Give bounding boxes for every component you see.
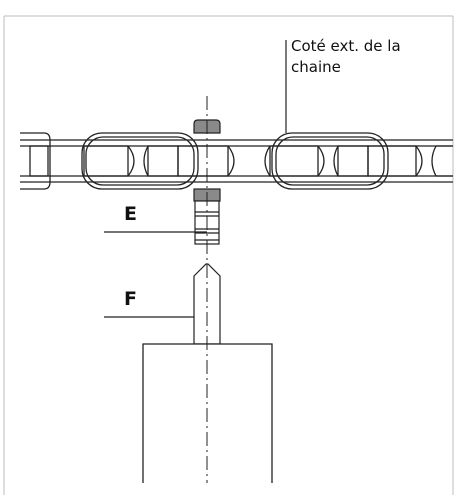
chain bbox=[20, 132, 453, 190]
callout-line-1: Coté ext. de la bbox=[291, 37, 401, 55]
roller bbox=[83, 145, 135, 177]
roller bbox=[29, 145, 49, 177]
roller bbox=[143, 145, 235, 177]
roller bbox=[264, 145, 325, 177]
roller bbox=[431, 145, 453, 177]
outer-link bbox=[271, 132, 389, 190]
callout-outer-side-of-chain: Coté ext. de la chaine bbox=[291, 36, 451, 78]
callout-line-2: chaine bbox=[291, 58, 341, 76]
label-e: E bbox=[124, 203, 137, 225]
outer-link-cut bbox=[20, 132, 51, 190]
frame bbox=[3, 15, 454, 495]
label-f: F bbox=[124, 288, 137, 310]
roller bbox=[333, 145, 423, 177]
outer-link bbox=[81, 132, 199, 190]
